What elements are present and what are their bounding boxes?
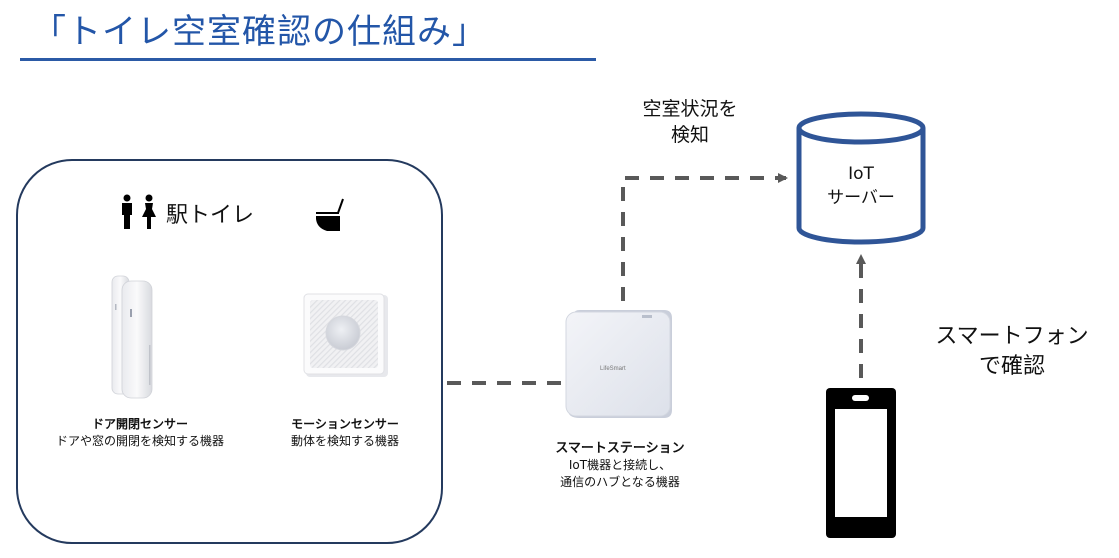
title-underline bbox=[20, 58, 596, 61]
toilet-icon bbox=[316, 198, 344, 231]
page-title: 「トイレ空室確認の仕組み」 bbox=[32, 12, 487, 52]
door-sensor-caption: ドア開閉センサー ドアや窓の開閉を検知する機器 bbox=[20, 415, 260, 449]
database-cylinder-icon bbox=[796, 111, 926, 245]
station-description-line1: IoT機器と接続し、 bbox=[568, 458, 672, 472]
door-sensor-image bbox=[111, 275, 153, 399]
server-label-line2: サーバー bbox=[827, 188, 895, 208]
smartphone-icon bbox=[826, 388, 896, 538]
door-sensor-description: ドアや窓の開閉を検知する機器 bbox=[55, 434, 224, 448]
detect-label-line1: 空室状況を bbox=[642, 98, 738, 120]
detect-label-line2: 検知 bbox=[670, 124, 709, 146]
restroom-people-icon bbox=[122, 194, 156, 229]
station-brand-label: LifeSmart bbox=[600, 366, 626, 372]
smartphone-label-line2: で確認 bbox=[978, 354, 1045, 379]
station-name: スマートステーション bbox=[555, 441, 685, 456]
station-description-line2: 通信のハブとなる機器 bbox=[560, 475, 680, 489]
motion-sensor-name: モーションセンサー bbox=[291, 417, 399, 431]
smartphone-label: スマートフォン で確認 bbox=[905, 322, 1119, 382]
panel-title: 駅トイレ bbox=[166, 203, 255, 228]
server-label-line1: IoT bbox=[848, 164, 874, 184]
station-toilet-panel bbox=[16, 159, 443, 544]
server-label: IoT サーバー bbox=[799, 162, 923, 210]
motion-sensor-caption: モーションセンサー 動体を検知する機器 bbox=[270, 415, 420, 449]
station-caption: スマートステーション IoT機器と接続し、 通信のハブとなる機器 bbox=[530, 437, 710, 490]
smartphone-label-line1: スマートフォン bbox=[935, 324, 1089, 349]
smart-station-image bbox=[565, 310, 672, 418]
motion-sensor-description: 動体を検知する機器 bbox=[290, 434, 399, 448]
motion-sensor-image bbox=[303, 293, 388, 377]
connector-station-to-server bbox=[621, 173, 788, 301]
detect-label: 空室状況を 検知 bbox=[620, 96, 760, 148]
door-sensor-name: ドア開閉センサー bbox=[91, 417, 188, 431]
